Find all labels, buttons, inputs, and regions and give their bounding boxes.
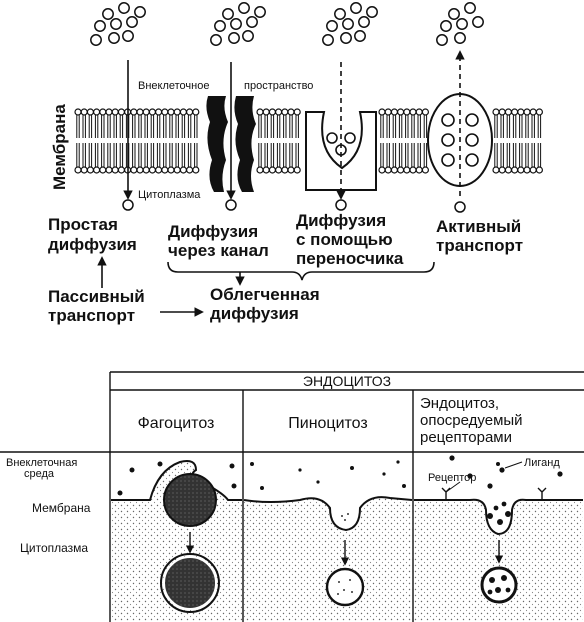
carrier-diffusion-line3: переносчика (296, 249, 404, 268)
col-receptor-line1: Эндоцитоз, (420, 395, 499, 412)
active-transport-line1: Активный (436, 217, 521, 236)
pinocytosis-illustration (244, 460, 412, 621)
facilitated-line1: Облегченная (210, 285, 320, 304)
passive-transport-line1: Пассивный (48, 287, 145, 306)
channel-diffusion-line2: через канал (168, 241, 269, 260)
active-transport-line2: транспорт (436, 236, 523, 255)
top-transport-diagram: Внеклеточное пространство Цитоплазма Мем… (48, 3, 542, 325)
receptor-endocytosis-illustration: Лиганд Рецептор (414, 455, 583, 621)
passive-transport-line2: транспорт (48, 306, 135, 325)
carrier-protein (306, 112, 376, 190)
col-phagocytosis: Фагоцитоз (138, 415, 215, 432)
row-cytoplasm: Цитоплазма (20, 541, 88, 555)
endocytosis-table: ЭНДОЦИТОЗ Фагоцитоз Пиноцитоз Эндоцитоз,… (0, 372, 584, 622)
phagocytosis-illustration (111, 461, 242, 621)
row-extracellular-line2: среда (24, 468, 55, 480)
endocytosis-header: ЭНДОЦИТОЗ (303, 373, 391, 389)
receptor-label: Рецептор (428, 472, 476, 484)
carrier-diffusion-line1: Диффузия (296, 211, 386, 230)
col-pinocytosis: Пиноцитоз (288, 415, 367, 432)
carrier-diffusion-line2: с помощью (296, 230, 393, 249)
facilitated-line2: диффузия (210, 304, 299, 323)
simple-diffusion-line1: Простая (48, 215, 118, 234)
extracellular-label-right: пространство (244, 80, 313, 92)
cytoplasm-label-top: Цитоплазма (138, 189, 201, 201)
molecule-clusters (91, 3, 483, 45)
channel-diffusion-line1: Диффузия (168, 222, 258, 241)
extracellular-label-left: Внеклеточное (138, 80, 209, 92)
row-membrane: Мембрана (32, 501, 91, 515)
col-receptor-line3: рецепторами (420, 429, 512, 446)
col-receptor-line2: опосредуемый (420, 412, 523, 429)
ligand-label: Лиганд (524, 457, 560, 469)
simple-diffusion-line2: диффузия (48, 235, 137, 254)
membrane-label-vertical: Мембрана (50, 104, 69, 190)
